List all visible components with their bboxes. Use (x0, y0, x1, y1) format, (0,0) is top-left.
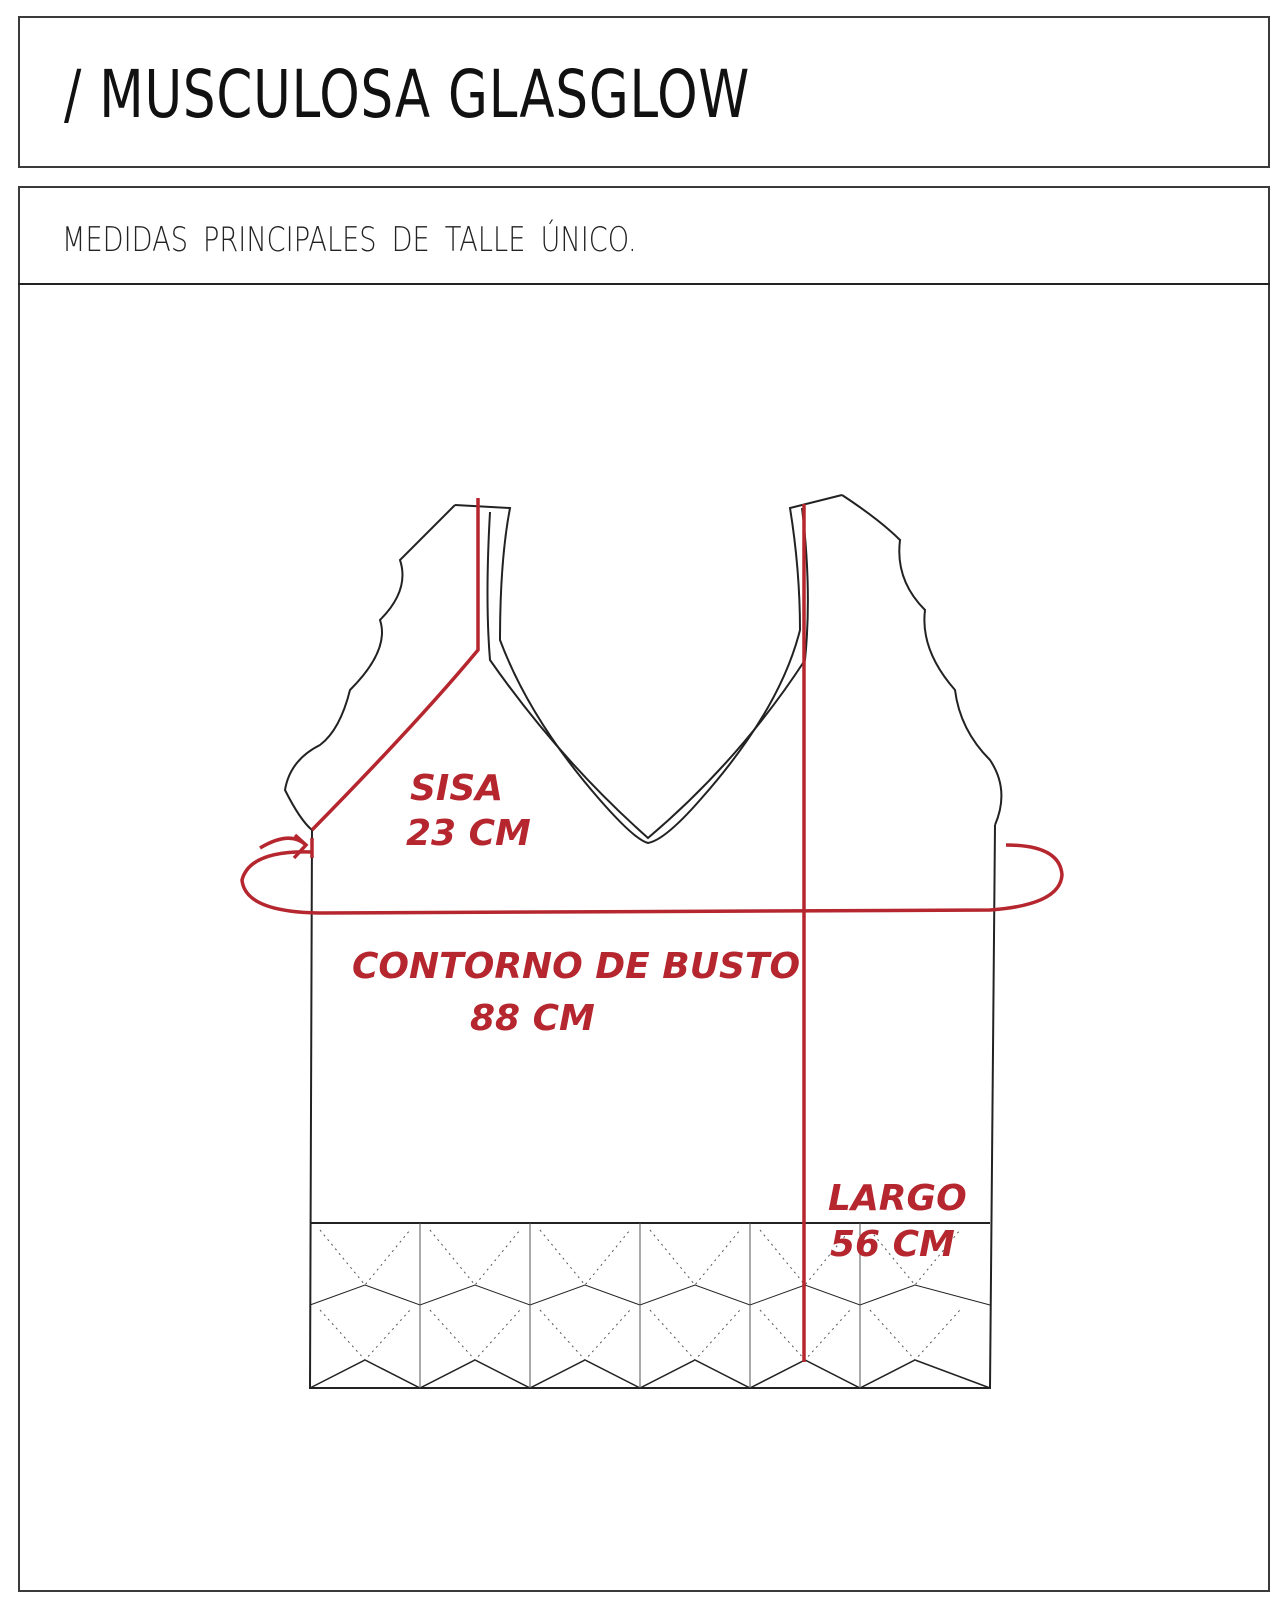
section-subtitle: MEDIDAS PRINCIPALES DE TALLE ÚNICO. (62, 220, 637, 260)
bust-loop (240, 843, 1064, 915)
bust-value: 88 CM (470, 998, 595, 1039)
length-value: 56 CM (830, 1224, 955, 1265)
sisa-value: 23 CM (406, 813, 531, 854)
sisa-line (310, 498, 480, 832)
measurements-panel (18, 186, 1270, 1592)
garment-outline (283, 494, 1003, 1389)
length-label: LARGO (828, 1178, 967, 1219)
sisa-label: SISA (410, 768, 503, 809)
bust-label: CONTORNO DE BUSTO (352, 946, 800, 987)
divider (18, 283, 1270, 285)
title-panel (18, 16, 1270, 168)
page-title: / MUSCULOSA GLASGLOW (64, 56, 751, 133)
measurement-lines (240, 498, 1064, 1362)
arrow-icon (259, 833, 309, 860)
